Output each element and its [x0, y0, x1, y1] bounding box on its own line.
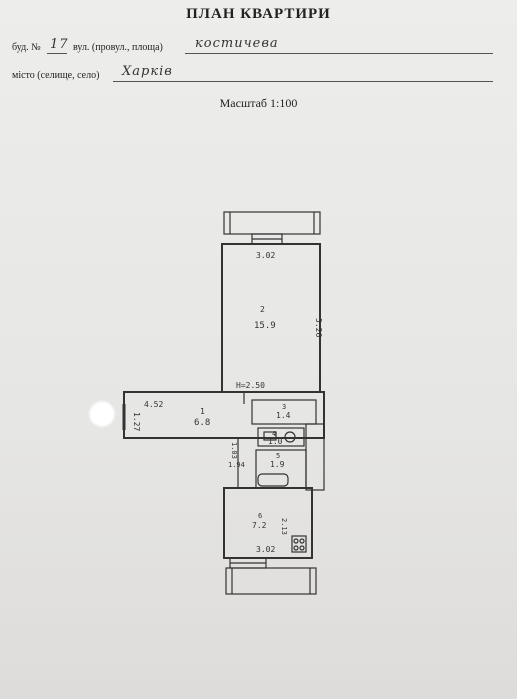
- street-label: вул. (провул., площа): [73, 42, 163, 53]
- street-value: костичева: [195, 36, 279, 51]
- room-2: [221, 243, 321, 393]
- room-6: [223, 487, 313, 559]
- room6-dim-side: 2.13: [280, 518, 288, 535]
- building-number-line: [47, 53, 67, 54]
- city-value: Харків: [122, 64, 173, 79]
- room5-area: 1.9: [270, 460, 285, 469]
- room4-area: 1.0: [268, 437, 283, 446]
- dim-1-03: 1.03: [230, 442, 238, 459]
- city-line: [113, 81, 493, 82]
- room2-dim-side: 5.26: [314, 318, 323, 337]
- room6-number: 6: [258, 512, 262, 520]
- room5-number: 5: [276, 452, 280, 460]
- room3-area: 1.4: [276, 411, 291, 420]
- vent-shaft: [305, 423, 325, 491]
- room-3: [251, 399, 317, 425]
- stove-icon: [291, 535, 307, 553]
- street-line: [185, 53, 493, 54]
- room6-area: 7.2: [252, 521, 267, 530]
- page-title: ПЛАН КВАРТИРИ: [186, 6, 331, 22]
- room-4: [257, 427, 305, 447]
- room1-number: 1: [200, 407, 205, 416]
- building-row: буд. №: [12, 42, 41, 53]
- city-label: місто (селище, село): [12, 70, 100, 81]
- room6-dim-bottom: 3.02: [256, 545, 275, 554]
- room1-dim-side: 1.27: [132, 412, 141, 431]
- dim-1-94: 1.94: [228, 461, 245, 469]
- top-balcony: [223, 211, 321, 235]
- room1-area: 6.8: [194, 418, 210, 428]
- bathtub-icon: [257, 473, 289, 487]
- toilet-icon: [284, 431, 296, 443]
- building-number-value: 17: [50, 37, 69, 52]
- room3-number: 3: [282, 403, 286, 411]
- room-5: [255, 449, 307, 489]
- bottom-balcony: [225, 567, 317, 595]
- room1-dim-top: 4.52: [144, 400, 163, 409]
- room4-number: 4: [272, 430, 276, 438]
- ceiling-height: H=2.50: [236, 381, 265, 390]
- room2-dim-top: 3.02: [256, 251, 275, 260]
- sink-icon: [263, 431, 277, 441]
- building-label: буд. №: [12, 42, 41, 53]
- hole-punch: [88, 400, 116, 428]
- room2-area: 15.9: [254, 321, 276, 331]
- room2-number: 2: [260, 305, 265, 314]
- scale-label: Масштаб 1:100: [219, 96, 298, 110]
- room-1: [123, 391, 325, 439]
